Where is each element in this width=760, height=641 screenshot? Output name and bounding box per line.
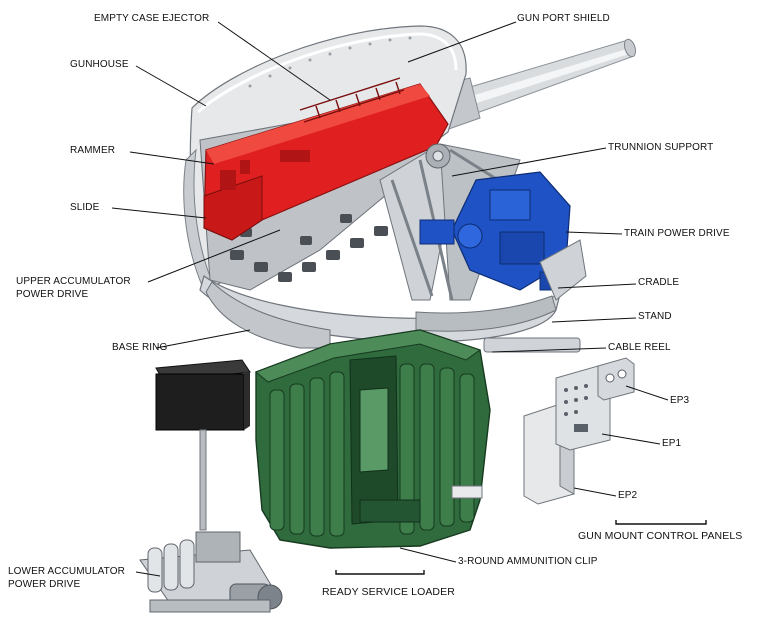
label-lower-accumulator-line2: POWER DRIVE xyxy=(8,579,81,590)
label-slide: SLIDE xyxy=(70,202,100,213)
label-cradle: CRADLE xyxy=(638,277,680,288)
label-gun-port-shield: GUN PORT SHIELD xyxy=(517,13,610,24)
label-upper-accumulator-line1: UPPER ACCUMULATOR xyxy=(16,276,131,287)
lower-accumulator-power-drive xyxy=(139,531,283,613)
label-stand: STAND xyxy=(638,311,672,322)
label-rammer: RAMMER xyxy=(70,145,116,156)
train-power-drive xyxy=(419,171,571,291)
label-gun-mount-control-panels: GUN MOUNT CONTROL PANELS xyxy=(578,530,743,542)
control-panels xyxy=(523,357,635,505)
cable-reel xyxy=(483,337,581,353)
hydraulic-tank xyxy=(155,359,251,531)
label-ep2: EP2 xyxy=(618,490,638,501)
label-lower-accumulator-line1: LOWER ACCUMULATOR xyxy=(8,566,125,577)
label-base-ring: BASE RING xyxy=(112,342,168,353)
label-trunnion-support: TRUNNION SUPPORT xyxy=(608,142,714,153)
label-train-power-drive: TRAIN POWER DRIVE xyxy=(624,228,730,239)
label-empty-case-ejector: EMPTY CASE EJECTOR xyxy=(94,13,210,24)
label-ep1: EP1 xyxy=(662,438,682,449)
label-ready-service-loader: READY SERVICE LOADER xyxy=(322,586,455,598)
label-upper-accumulator-line2: POWER DRIVE xyxy=(16,289,89,300)
label-gunhouse: GUNHOUSE xyxy=(70,59,129,70)
rammer-slide-assembly xyxy=(203,77,449,241)
leader-lines xyxy=(111,21,669,577)
base-ring xyxy=(205,281,331,349)
label-3-round-ammunition-clip: 3-ROUND AMMUNITION CLIP xyxy=(458,556,598,567)
label-cable-reel: CABLE REEL xyxy=(608,342,671,353)
ready-service-loader xyxy=(255,329,491,549)
group-brackets xyxy=(335,520,707,575)
label-ep3: EP3 xyxy=(670,395,690,406)
